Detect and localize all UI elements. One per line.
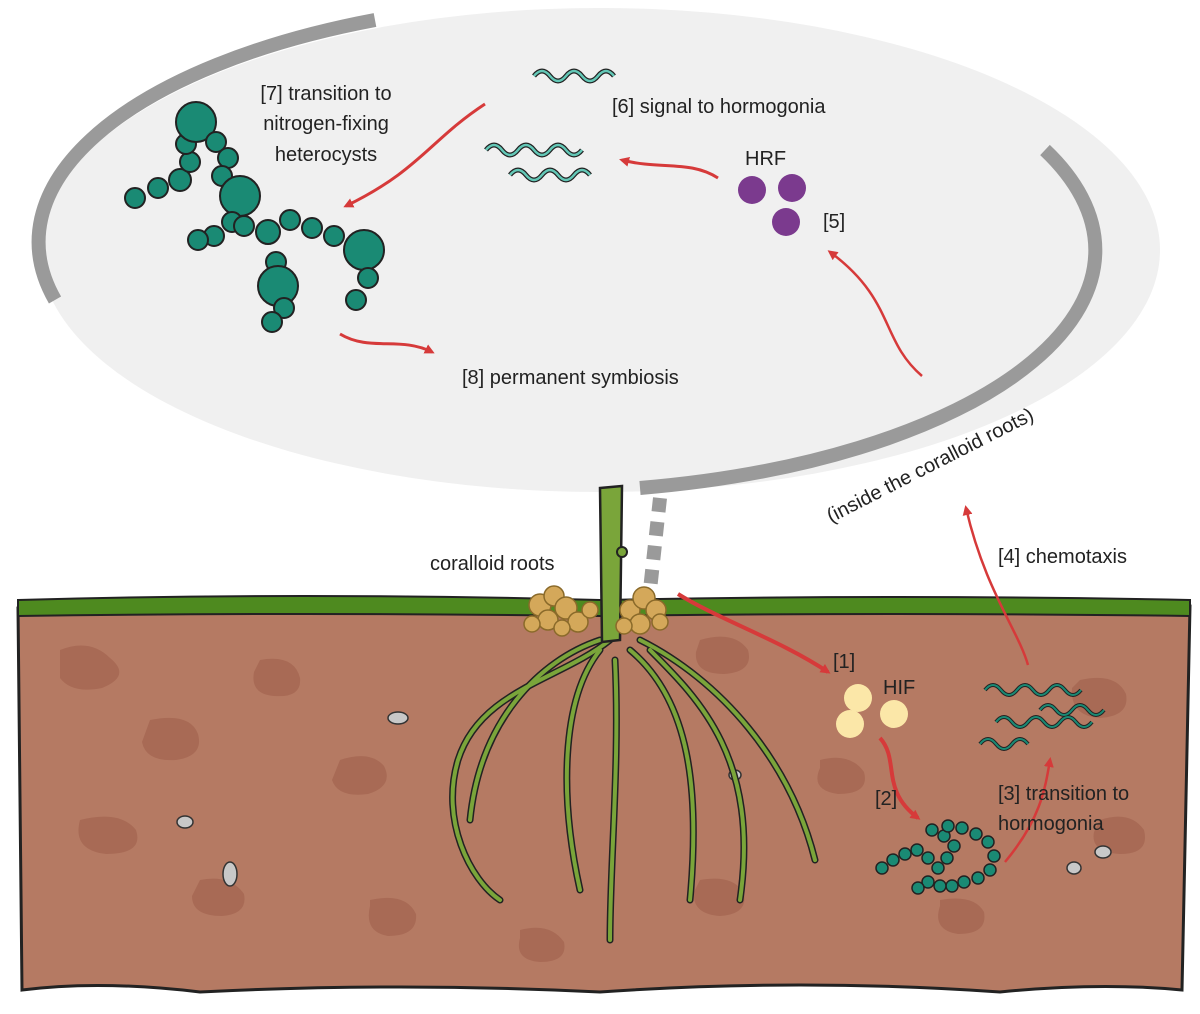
label-step4: [4] chemotaxis <box>998 546 1127 568</box>
cycad-plant <box>449 484 819 944</box>
arrow-step2 <box>878 736 921 820</box>
cyanobacteria-filament-soil <box>875 819 1001 895</box>
label-step1: [1] <box>833 651 855 673</box>
label-step5: [5] <box>823 211 845 233</box>
arrow-step6 <box>619 156 719 180</box>
hormogonia-soil <box>979 684 1105 750</box>
roots <box>450 638 817 942</box>
label-step3-line1: [3] transition to <box>998 783 1129 805</box>
label-hif: HIF <box>883 677 915 699</box>
arrow-chemotaxis <box>962 505 1030 666</box>
plant-stem <box>598 484 624 644</box>
soil-texture <box>60 636 1145 962</box>
label-step8: [8] permanent symbiosis <box>462 367 679 389</box>
magnified-bubble <box>31 8 1160 591</box>
label-step3-line2: hormogonia <box>998 813 1105 835</box>
hif-particles <box>836 684 908 738</box>
arrow-step8 <box>339 332 435 354</box>
label-step7-line3: heterocysts <box>275 144 377 166</box>
label-step6: [6] signal to hormogonia <box>612 96 826 118</box>
arrow-step7 <box>343 102 486 208</box>
label-hrf: HRF <box>745 148 786 170</box>
heterocyst-filament <box>124 101 385 333</box>
arrow-step5 <box>827 250 923 377</box>
label-step7-line1: [7] transition to <box>260 83 391 105</box>
coralloid-root-clusters <box>523 585 669 637</box>
label-step7-line2: nitrogen-fixing <box>263 113 389 135</box>
hormogonia-bubble <box>485 69 615 182</box>
hrf-particles <box>738 174 806 236</box>
arrow-step3 <box>1004 757 1054 863</box>
label-coralloid-roots: coralloid roots <box>430 553 555 575</box>
arrow-to-hif <box>676 592 831 674</box>
label-step2: [2] <box>875 788 897 810</box>
